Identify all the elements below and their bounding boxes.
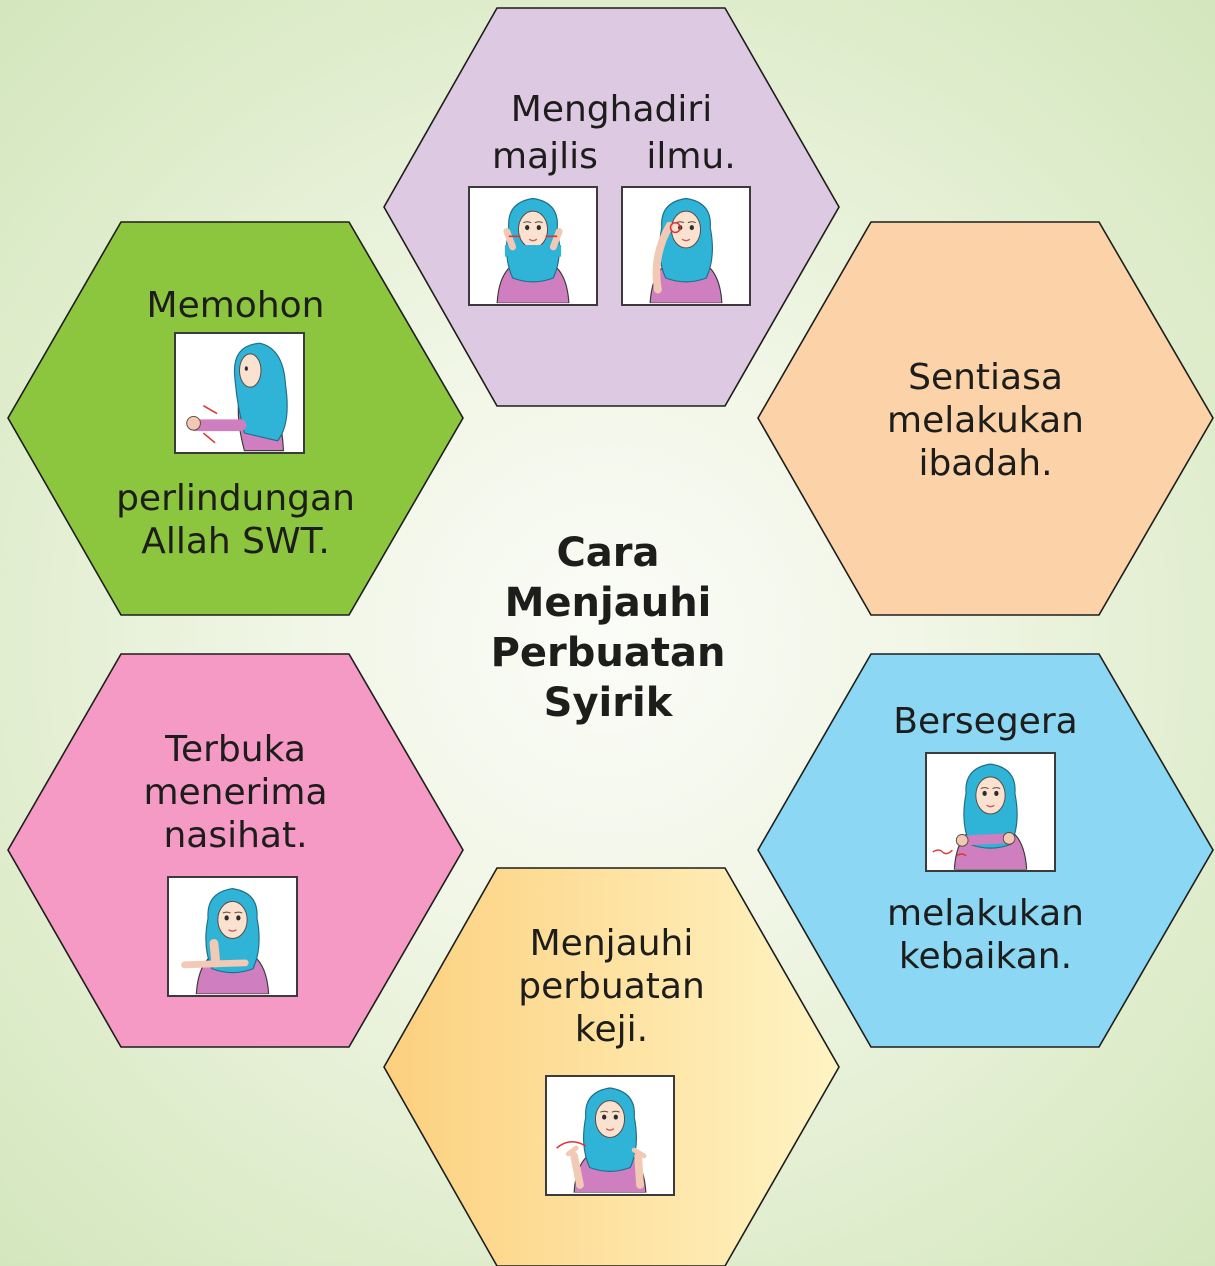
hex-upper-left-memohon: Memohon perlindungan Allah SWT.: [7, 221, 464, 616]
menghadiri-label: Menghadiri: [510, 89, 713, 130]
bersegera-sign-image: [925, 752, 1056, 872]
hexagon-fill-peach: [757, 221, 1214, 616]
melakukan-kebaikan-label: melakukan kebaikan.: [887, 893, 1084, 977]
hexagon-fill-yellow: [383, 867, 840, 1266]
terbuka-label: Terbuka menerima nasihat.: [143, 729, 328, 856]
menjauhi-label: Menjauhi perbuatan keji.: [518, 923, 705, 1050]
bersegera-sign-illustration: [932, 754, 1054, 870]
sentiasa-label: Sentiasa melakukan ibadah.: [887, 357, 1084, 484]
memohon-sign-image: [174, 332, 305, 454]
hexagon-fill-purple: [383, 7, 840, 407]
terbuka-sign-illustration: [181, 878, 296, 995]
terbuka-sign-image: [167, 876, 298, 997]
bersegera-label: Bersegera: [893, 701, 1078, 742]
memohon-sign-illustration: [186, 342, 288, 452]
hex-bottom-menjauhi: Menjauhi perbuatan keji.: [383, 867, 840, 1266]
majlis-label: majlis: [492, 136, 598, 177]
hex-upper-right-sentiasa: Sentiasa melakukan ibadah.: [757, 221, 1214, 616]
hexagon-shape: [7, 653, 464, 1048]
menjauhi-sign-illustration: [556, 1077, 673, 1194]
hexagon-fill-pink: [7, 653, 464, 1048]
hex-lower-right-bersegera: Bersegera melakukan kebaikan.: [757, 653, 1214, 1048]
ilmu-sign-image: [621, 186, 751, 306]
hexagon-shape: [383, 867, 840, 1266]
majlis-sign-image: [468, 186, 598, 306]
hex-lower-left-terbuka: Terbuka menerima nasihat.: [7, 653, 464, 1048]
majlis-sign-illustration: [470, 188, 596, 304]
hexagon-shape: [757, 221, 1214, 616]
diagram-title: Cara Menjauhi Perbuatan Syirik: [490, 530, 726, 726]
hexagon-shape: [383, 7, 840, 407]
perlindungan-label: perlindungan Allah SWT.: [116, 478, 355, 562]
memohon-label: Memohon: [146, 285, 325, 326]
menjauhi-sign-image: [545, 1075, 675, 1196]
hex-top-menghadiri: Menghadiri majlis ilmu.: [383, 7, 840, 407]
ilmu-label: ilmu.: [646, 136, 736, 177]
ilmu-sign-illustration: [623, 188, 749, 304]
